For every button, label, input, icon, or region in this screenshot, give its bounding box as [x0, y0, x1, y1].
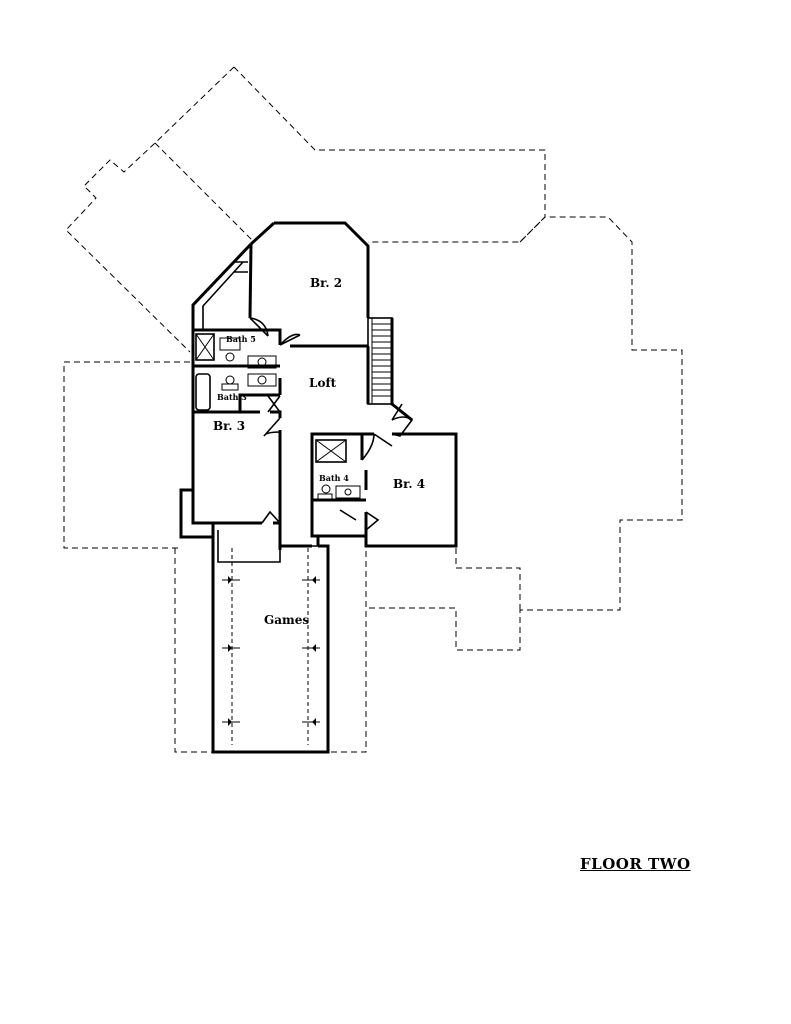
room-label-bath5: Bath 5	[226, 334, 256, 344]
games-walls	[211, 523, 330, 754]
outline-right	[367, 216, 683, 651]
room-label-br2: Br. 2	[310, 276, 342, 290]
floor-title: FLOOR TWO	[580, 855, 691, 873]
bath4-walls	[310, 432, 368, 538]
outline-bottom	[174, 548, 367, 753]
outline-right-inner	[455, 548, 521, 610]
bath-fixtures	[195, 333, 361, 501]
doors	[249, 317, 414, 531]
closet-angle	[202, 261, 248, 330]
room-label-bath3: Bath 3	[217, 392, 247, 402]
room-label-loft: Loft	[309, 376, 337, 390]
room-label-br3: Br. 3	[213, 419, 245, 433]
room-label-bath4: Bath 4	[319, 473, 349, 483]
staircase	[367, 317, 393, 405]
br3-walls	[191, 418, 280, 525]
upper-floor-walls	[179, 221, 458, 754]
outline-left	[63, 361, 190, 549]
bath5-walls	[193, 328, 282, 418]
room-label-games: Games	[264, 613, 309, 627]
outline-angled-wing	[65, 66, 546, 353]
games-top-ledge	[217, 530, 328, 563]
room-label-br4: Br. 4	[393, 477, 425, 491]
games-details	[222, 548, 320, 745]
outline-wing-inner	[154, 142, 255, 243]
lower-floor-outline	[63, 66, 683, 753]
angled-wall	[179, 242, 253, 539]
